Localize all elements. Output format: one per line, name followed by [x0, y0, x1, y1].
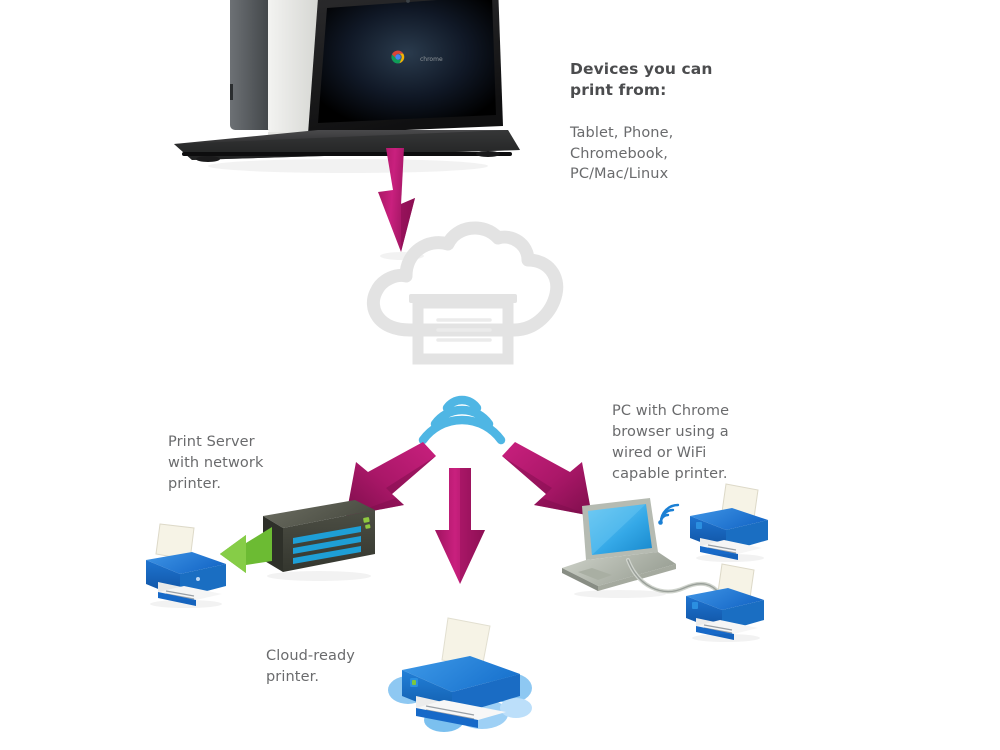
cloud-outline	[366, 221, 564, 337]
wifi-arc-outer	[418, 415, 506, 445]
wifi-arc-inner	[442, 395, 482, 413]
arrow-cloud-to-print-server	[330, 438, 440, 534]
devices-photo: chrome	[168, 0, 528, 174]
chromebook-lid: chrome	[308, 0, 503, 134]
print-server-appliance	[255, 496, 380, 582]
devices-caption-heading: Devices you can print from:	[570, 59, 713, 99]
cloud-printer-icon	[409, 294, 517, 365]
arrow-cloud-to-cloud-ready-printer	[432, 466, 488, 588]
devices-caption-body: Tablet, Phone, Chromebook, PC/Mac/Linux	[570, 125, 674, 183]
wifi-broadcast-symbol	[414, 386, 510, 456]
arrow-server-to-printer	[216, 521, 278, 585]
network-printer	[138, 520, 234, 610]
printer-output-tray	[416, 696, 506, 728]
usb-cable	[624, 552, 734, 612]
printer-output-tray	[158, 582, 222, 606]
wifi-capable-printer	[686, 482, 776, 566]
cloud-print-service	[352, 208, 572, 373]
svg-text:chrome: chrome	[420, 56, 443, 63]
wired-printer	[682, 562, 772, 646]
print-server-caption: Print Server with network printer.	[168, 434, 264, 493]
cloud-ready-printer	[386, 616, 536, 742]
pc-with-chrome-laptop	[558, 494, 688, 600]
server-status-led	[363, 517, 371, 529]
tablet-dark	[230, 0, 274, 130]
chromebook-base	[174, 130, 520, 162]
server-bays	[293, 526, 361, 564]
arrow-cloud-to-pc	[498, 438, 608, 534]
printer-output-tray	[696, 618, 758, 640]
devices-caption: Devices you can print from: Tablet, Phon…	[570, 38, 712, 205]
chrome-logo	[391, 50, 405, 64]
pc-chrome-caption: PC with Chrome browser using a wired or …	[612, 403, 730, 483]
cloud-ready-printer-caption: Cloud-ready printer.	[266, 648, 355, 686]
wifi-arc-middle	[430, 405, 494, 429]
small-wifi-icon	[654, 498, 684, 528]
printer-output-tray	[700, 538, 762, 560]
